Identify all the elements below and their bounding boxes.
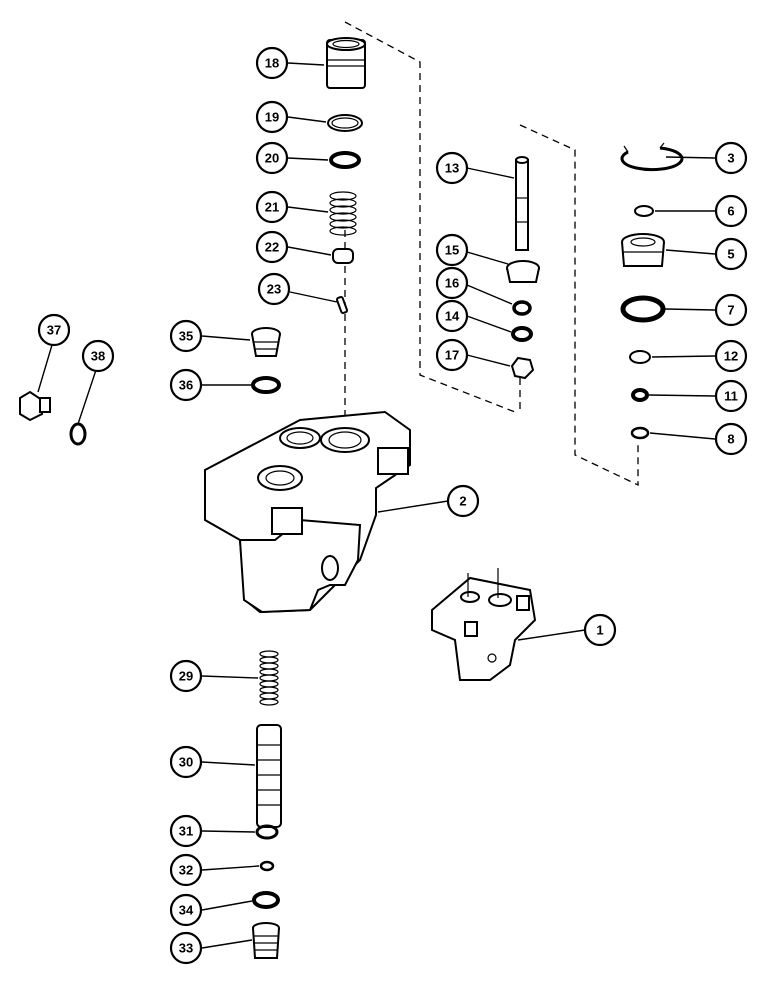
part-18-sleeve [326, 37, 366, 89]
callout-3: 3 [714, 141, 748, 175]
part-33-plug [252, 922, 280, 959]
svg-text:3: 3 [727, 151, 734, 166]
part-32-ring [259, 860, 275, 872]
svg-text:14: 14 [445, 309, 460, 324]
svg-text:29: 29 [179, 669, 193, 684]
svg-text:32: 32 [179, 863, 193, 878]
part-30-spool [256, 724, 282, 828]
part-15-cap [506, 260, 540, 283]
callout-6: 6 [714, 194, 748, 228]
part-5-piston [621, 233, 665, 267]
callout-18: 18 [255, 46, 289, 80]
svg-text:16: 16 [445, 276, 459, 291]
part-7-o-ring [620, 295, 666, 323]
callout-14: 14 [435, 299, 469, 333]
callout-34: 34 [169, 893, 203, 927]
svg-text:7: 7 [727, 303, 734, 318]
svg-text:33: 33 [179, 941, 193, 956]
part-8-ring [630, 426, 650, 440]
svg-text:19: 19 [265, 110, 279, 125]
part-12-washer [629, 350, 651, 364]
callout-23: 23 [257, 272, 291, 306]
callout-32: 32 [169, 853, 203, 887]
part-34-o-ring [252, 891, 280, 909]
svg-text:36: 36 [179, 378, 193, 393]
part-16-ring [512, 300, 532, 316]
callout-19: 19 [255, 100, 289, 134]
svg-text:35: 35 [179, 329, 193, 344]
assembly-dashed-lines [344, 21, 639, 487]
svg-text:38: 38 [91, 349, 105, 364]
svg-text:5: 5 [727, 247, 734, 262]
callout-33: 33 [169, 931, 203, 965]
part-38-seal [69, 422, 87, 446]
svg-text:8: 8 [727, 432, 734, 447]
callout-20: 20 [255, 141, 289, 175]
part-13-rod [515, 156, 529, 251]
svg-text:23: 23 [267, 282, 281, 297]
part-36-o-ring [251, 376, 281, 394]
svg-text:13: 13 [445, 161, 459, 176]
callout-13: 13 [435, 151, 469, 185]
part-22-washer [332, 248, 354, 264]
svg-text:31: 31 [179, 824, 193, 839]
callout-30: 30 [169, 745, 203, 779]
part-35-plug [251, 327, 281, 357]
callout-38: 38 [81, 339, 115, 373]
svg-text:18: 18 [265, 56, 279, 71]
callout-5: 5 [714, 237, 748, 271]
svg-text:12: 12 [724, 349, 738, 364]
svg-text:34: 34 [179, 903, 194, 918]
callout-15: 15 [435, 233, 469, 267]
svg-text:15: 15 [445, 243, 459, 258]
part-37-plug-bolt [19, 390, 51, 422]
callout-31: 31 [169, 814, 203, 848]
svg-text:22: 22 [265, 240, 279, 255]
part-11-ring [631, 388, 649, 402]
part-29-spring [259, 650, 279, 706]
callout-22: 22 [255, 230, 289, 264]
part-31-washer [255, 824, 279, 840]
part-21-spring [329, 191, 357, 236]
callout-12: 12 [714, 339, 748, 373]
callout-35: 35 [169, 319, 203, 353]
callout-16: 16 [435, 266, 469, 300]
callout-36: 36 [169, 368, 203, 402]
callout-2: 2 [446, 484, 480, 518]
part-1-valve-assembly [431, 568, 537, 681]
callout-29: 29 [169, 659, 203, 693]
svg-text:21: 21 [265, 200, 279, 215]
svg-text:37: 37 [47, 323, 61, 338]
svg-text:2: 2 [459, 494, 466, 509]
svg-text:30: 30 [179, 755, 193, 770]
part-14-ring [511, 326, 533, 342]
callout-7: 7 [714, 293, 748, 327]
leader-lines [37, 62, 716, 949]
callouts: 18 19 20 21 22 23 35 36 37 38 13 15 16 1… [37, 46, 748, 965]
callout-21: 21 [255, 190, 289, 224]
part-3-snap-ring [620, 142, 684, 172]
svg-text:20: 20 [265, 151, 279, 166]
callout-8: 8 [714, 422, 748, 456]
svg-text:17: 17 [445, 348, 459, 363]
svg-text:6: 6 [727, 204, 734, 219]
svg-text:1: 1 [596, 623, 603, 638]
part-2-valve-body [204, 410, 411, 614]
part-17-clip [510, 356, 535, 380]
callout-1: 1 [583, 613, 617, 647]
part-20-o-ring [329, 151, 361, 169]
svg-text:11: 11 [724, 389, 738, 404]
part-23-pin [336, 296, 348, 314]
part-6-washer [634, 205, 654, 217]
callout-17: 17 [435, 338, 469, 372]
callout-11: 11 [714, 379, 748, 413]
callout-37: 37 [37, 313, 71, 347]
